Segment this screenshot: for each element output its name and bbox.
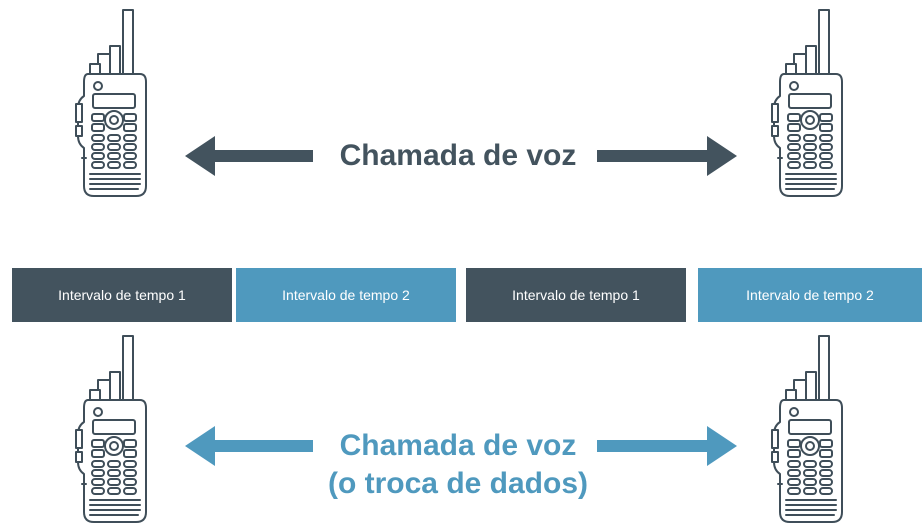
arrow-icon	[185, 426, 737, 466]
radio-icon	[764, 8, 848, 200]
radio-icon	[68, 8, 152, 200]
call-sublabel: (o troca de dados)	[327, 467, 589, 500]
timeslot: Intervalo de tempo 1	[466, 268, 686, 322]
timeslot: Intervalo de tempo 1	[12, 268, 232, 322]
timeslot: Intervalo de tempo 2	[236, 268, 456, 322]
call-label: Chamada de voz	[339, 429, 577, 462]
timeslot: Intervalo de tempo 2	[698, 268, 922, 322]
timeslot-bar: Intervalo de tempo 1 Intervalo de tempo …	[12, 268, 922, 322]
radio-icon	[764, 334, 848, 526]
radio-icon	[68, 334, 152, 526]
arrow-icon	[185, 136, 737, 176]
call-label: Chamada de voz	[339, 139, 577, 172]
